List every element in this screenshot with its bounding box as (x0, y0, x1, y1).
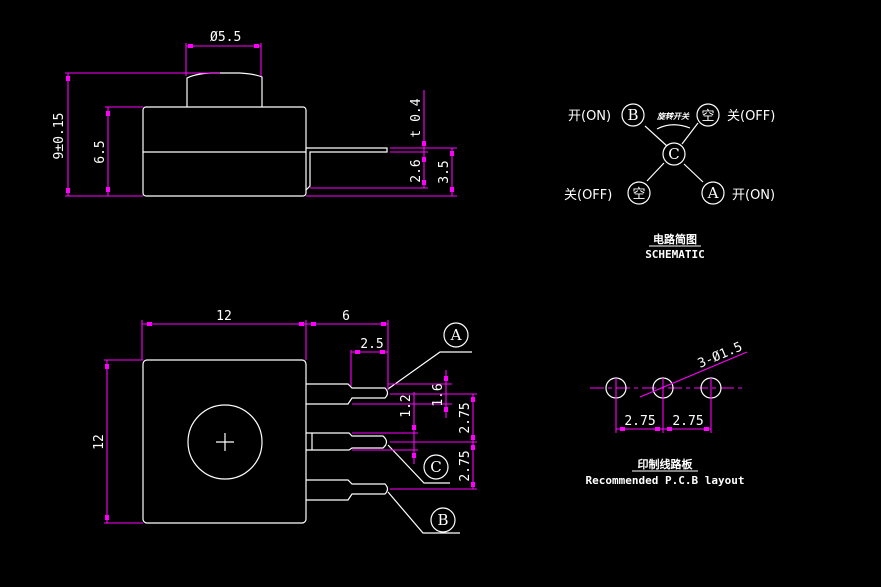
empty-bottom-circle (627, 181, 651, 205)
terminal-c-label: C (668, 145, 679, 163)
label-top-left: 开(ON) (568, 109, 611, 124)
link-c-a (683, 163, 704, 183)
pin-label-b: B (437, 511, 448, 529)
terminal-b-label: B (627, 106, 638, 124)
terminal-b-circle (621, 103, 645, 127)
link-empty-c (681, 122, 699, 145)
pin-c-outline (306, 432, 388, 451)
dim-body-height: 6.5 (93, 140, 108, 163)
pin-outline (305, 147, 388, 191)
pcb-caption-cn: 印制线路板 (638, 457, 694, 471)
knob-circle (187, 404, 263, 480)
side-view: Ø5.5 9±0.15 6.5 t 0.4 2.6 3.5 (52, 30, 457, 197)
pcb-layout: 2.75 2.75 3-Ø1.5 印制线路板 Recommended P.C.B… (586, 340, 748, 487)
leader-c (387, 444, 450, 484)
schematic-caption-en: SCHEMATIC (645, 248, 705, 261)
label-top-right: 关(OFF) (727, 109, 775, 124)
link-b-c (644, 125, 668, 147)
label-bottom-right: 开(ON) (732, 188, 775, 203)
pcb-hole-callout: 3-Ø1.5 (696, 340, 745, 372)
dim-pin-offset: 3.5 (437, 160, 452, 183)
empty-top-label: 空 (701, 109, 714, 124)
leader-a (387, 351, 472, 390)
pcb-pitch-1: 2.75 (624, 414, 655, 429)
dim-pitch-1: 2.75 (458, 402, 473, 433)
link-c-empty (646, 162, 665, 182)
dim-pin-width: 1.6 (431, 383, 446, 406)
terminal-a-circle (701, 181, 725, 205)
schematic-caption-cn: 电路简图 (653, 232, 697, 246)
dim-pin-slot: 1.2 (399, 394, 414, 417)
dim-pin-length: 6 (342, 309, 350, 324)
empty-top-circle (696, 103, 720, 127)
dim-pin-tip: 2.5 (360, 337, 383, 352)
dim-total-height: 9±0.15 (52, 113, 67, 160)
pin-a-bubble (443, 322, 469, 348)
terminal-a-label: A (707, 184, 719, 202)
dim-body-height-top: 12 (92, 434, 107, 450)
dim-pitch-2: 2.75 (458, 450, 473, 481)
pin-b-outline (306, 479, 389, 501)
terminal-c-circle (662, 142, 686, 166)
dim-pin-thickness: t 0.4 (409, 98, 424, 137)
dim-body-width: 12 (216, 309, 232, 324)
rotary-arc (656, 124, 691, 130)
pin-label-a: A (450, 326, 462, 344)
knob-outline (186, 72, 263, 107)
leader-b (387, 491, 460, 534)
top-view: A C B 12 12 6 2.5 (92, 309, 477, 534)
label-bottom-left: 关(OFF) (564, 188, 612, 203)
empty-bottom-label: 空 (632, 187, 645, 202)
pcb-caption-en: Recommended P.C.B layout (586, 474, 745, 487)
schematic: B 空 C 空 A 开(ON) 关(OFF) 关(OFF) 开(ON) 旋转开关… (564, 103, 775, 261)
pin-a-outline (306, 383, 389, 405)
rotary-label: 旋转开关 (656, 112, 690, 121)
dim-pin-height: 2.6 (409, 159, 424, 182)
pin-label-c: C (430, 458, 441, 476)
pcb-pitch-2: 2.75 (672, 414, 703, 429)
pin-c-bubble (423, 454, 449, 480)
pin-b-bubble (430, 507, 456, 533)
dim-knob-diameter: Ø5.5 (210, 30, 241, 45)
hole-callout-leader (639, 351, 748, 398)
top-body-outline (142, 359, 307, 524)
